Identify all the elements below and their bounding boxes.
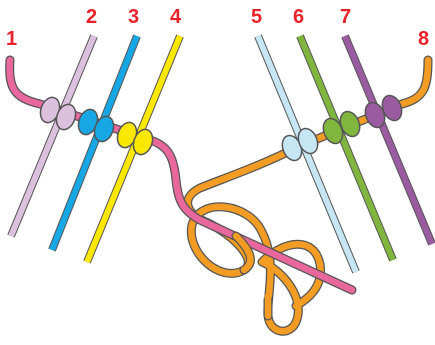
- cord-8-working: [183, 55, 433, 336]
- cord-6-fill: [297, 34, 396, 262]
- knot-3b: [93, 115, 115, 143]
- label-2: 2: [86, 6, 97, 28]
- cord-3-fill: [49, 34, 140, 252]
- knot-7b: [381, 94, 403, 122]
- knot-4b: [132, 128, 154, 156]
- cord-1-path-fill: [6, 56, 356, 294]
- label-7: 7: [340, 6, 351, 28]
- cord-2-fill: [8, 34, 97, 238]
- label-5: 5: [251, 6, 262, 28]
- cord-1-working: [5, 55, 357, 295]
- label-4: 4: [170, 6, 182, 28]
- cord-7-fill: [342, 34, 435, 246]
- label-3: 3: [128, 6, 139, 28]
- cord-8-path-fill: [184, 56, 432, 335]
- right-knots: [281, 94, 403, 162]
- cord-5-fill: [255, 34, 359, 274]
- left-anchor-cords: [7, 34, 184, 264]
- knot-2b: [55, 103, 77, 131]
- knot-5b: [297, 127, 319, 155]
- label-8: 8: [418, 28, 429, 50]
- left-knots: [39, 96, 154, 156]
- cord-8-over-crossing: [231, 231, 273, 321]
- cord-1-path: [5, 55, 357, 295]
- knot-6b: [339, 110, 361, 138]
- label-6: 6: [293, 6, 304, 28]
- cord-labels: 1 2 3 4 5 6 7 8: [6, 6, 429, 50]
- label-1: 1: [6, 28, 17, 50]
- right-anchor-cords: [254, 34, 435, 274]
